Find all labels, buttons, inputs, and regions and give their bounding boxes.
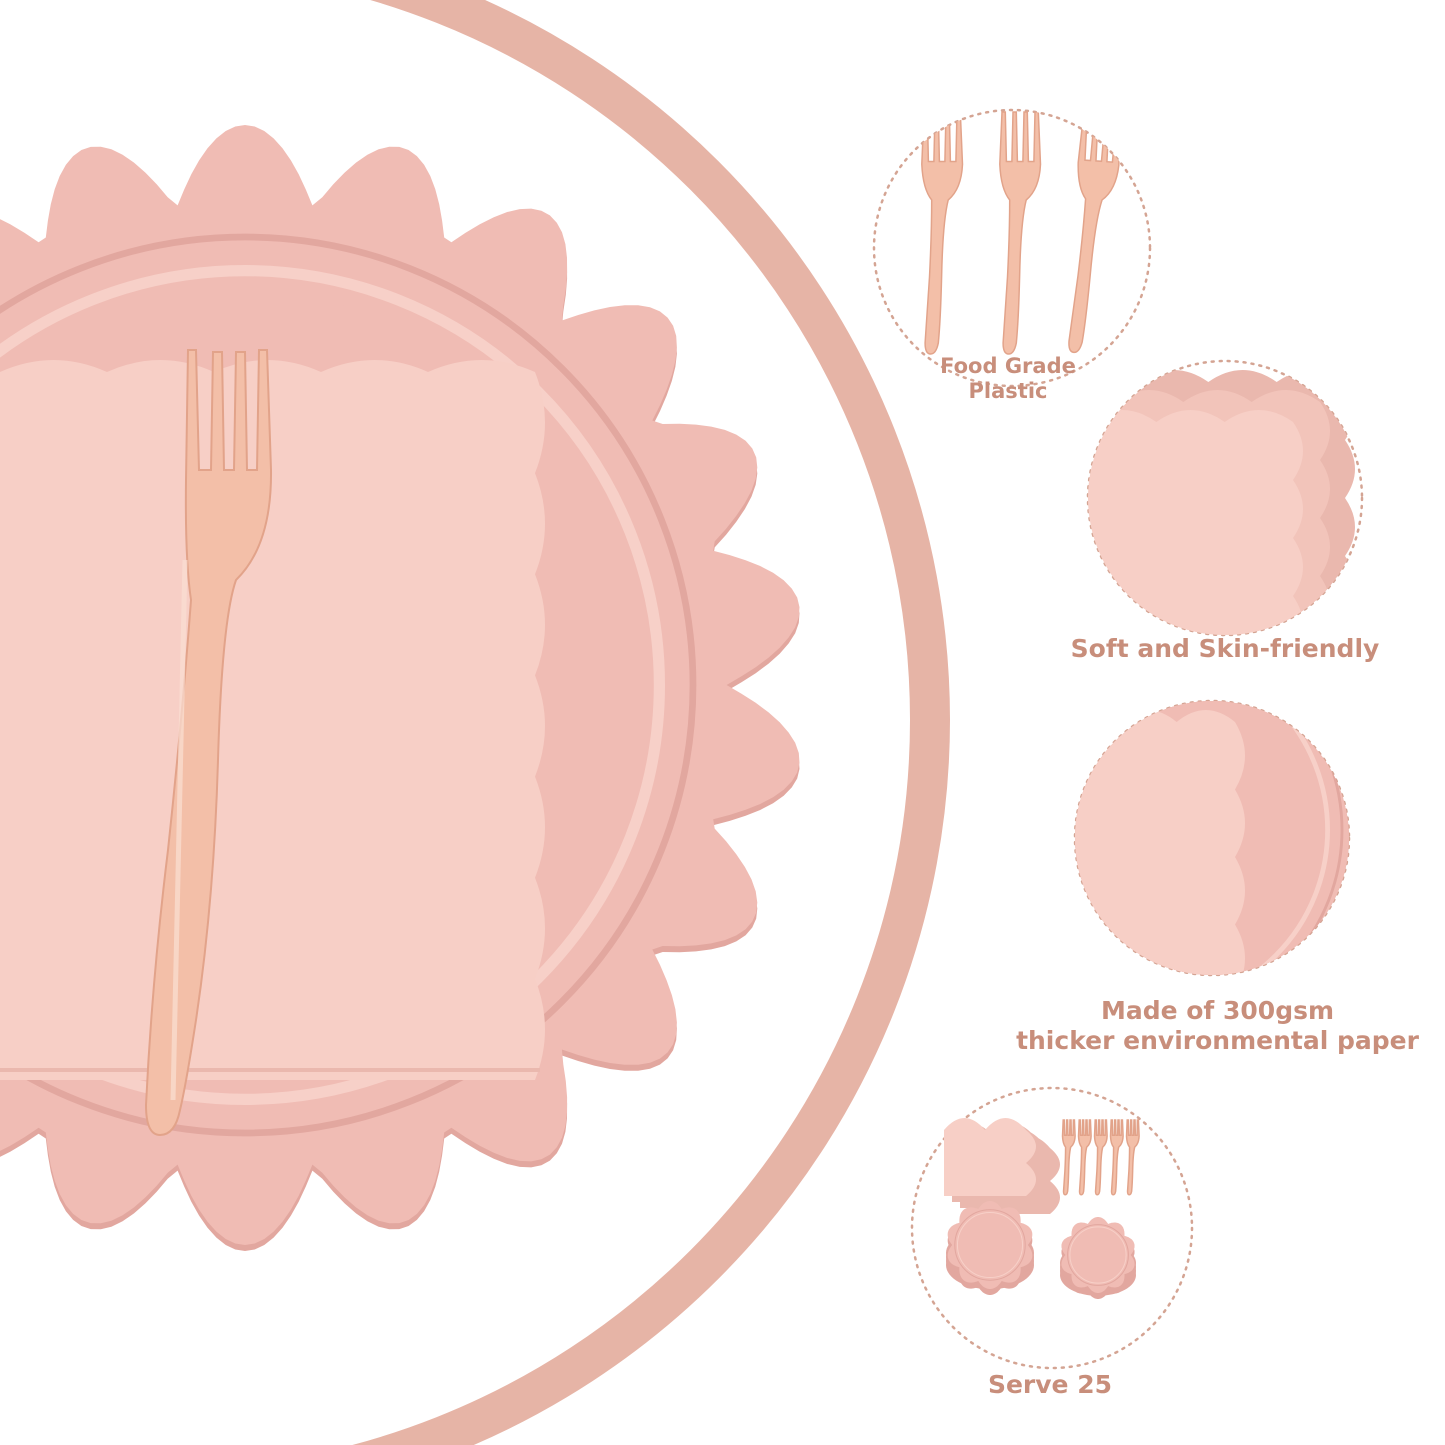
napkin-icon bbox=[1088, 370, 1355, 635]
caption-serve: Serve 25 bbox=[960, 1370, 1140, 1400]
caption-line: Soft and Skin-friendly bbox=[1070, 634, 1380, 663]
caption-line: Serve 25 bbox=[987, 1370, 1113, 1399]
caption-soft: Soft and Skin-friendly bbox=[1060, 634, 1390, 664]
caption-food-grade: Food Grade Plastic bbox=[928, 354, 1088, 404]
feature-set-circle bbox=[910, 1086, 1194, 1370]
feature-napkin-circle bbox=[1086, 359, 1364, 637]
set-icon bbox=[944, 1118, 1140, 1299]
decorative-ring bbox=[351, 0, 950, 1445]
caption-line: Food Grade bbox=[940, 354, 1076, 378]
caption-line: thicker environmental paper bbox=[1016, 1026, 1419, 1055]
feature-forks-circle bbox=[872, 108, 1152, 388]
caption-line: Made of 300gsm bbox=[1100, 996, 1335, 1025]
main-fork bbox=[144, 349, 273, 1137]
main-napkin bbox=[0, 360, 545, 1080]
forks-icon bbox=[921, 110, 1122, 355]
caption-paper: Made of 300gsm thicker environmental pap… bbox=[1005, 996, 1430, 1056]
caption-line: Plastic bbox=[968, 379, 1048, 404]
